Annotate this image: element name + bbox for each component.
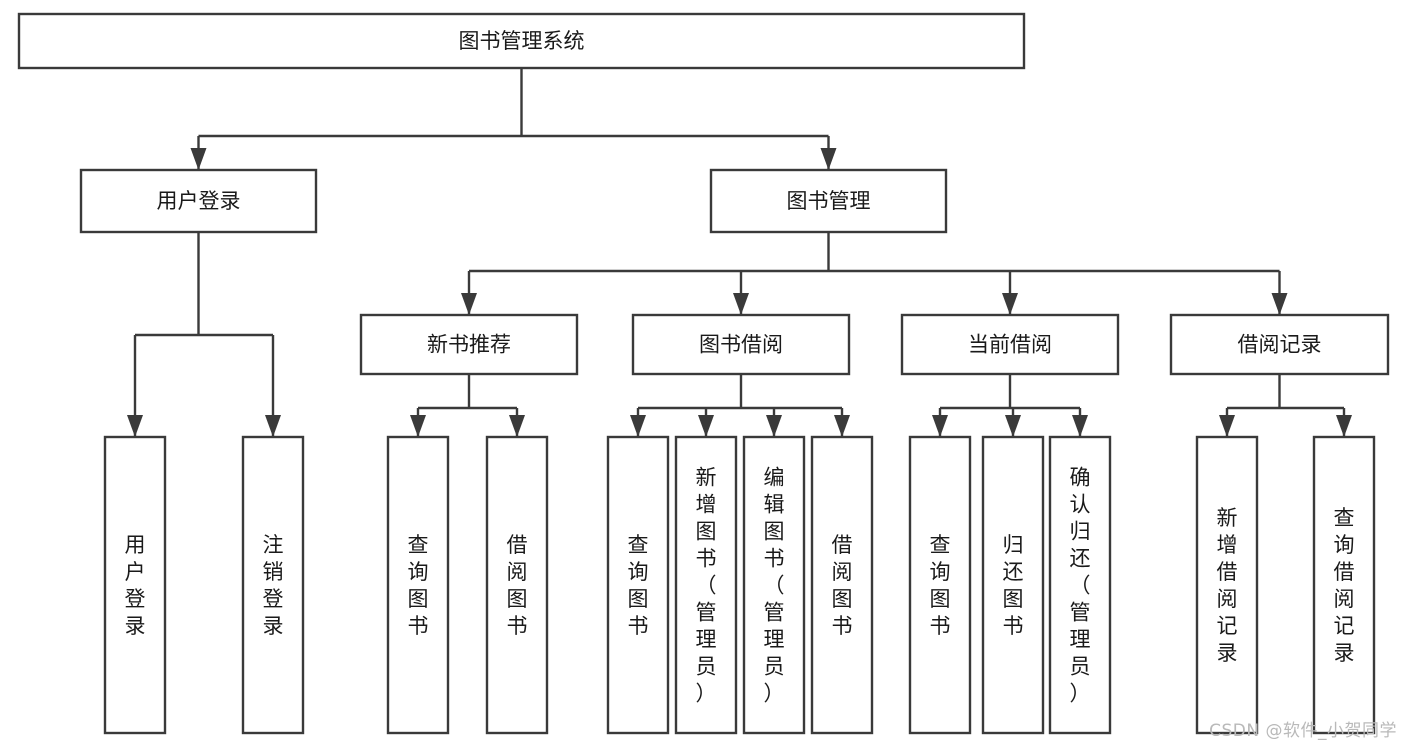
node-box-borrow-book-1 bbox=[485, 435, 549, 735]
node-query-book-1[interactable]: 查询图书 bbox=[386, 435, 450, 735]
csdn-watermark: CSDN @软件_小贺同学 bbox=[1209, 721, 1397, 741]
node-add-book-admin[interactable]: 新增图书（管理员） bbox=[674, 435, 738, 735]
node-label-add-book-admin: 新增图书（管理员） bbox=[696, 466, 717, 706]
book-manage-arrow-icon-0 bbox=[461, 293, 477, 315]
node-borrow-book-1[interactable]: 借阅图书 bbox=[485, 435, 549, 735]
node-label-edit-book-admin: 编辑图书（管理员） bbox=[764, 466, 785, 706]
node-user-logout[interactable]: 注销登录 bbox=[241, 435, 305, 735]
node-user-login-do[interactable]: 用户登录 bbox=[103, 435, 167, 735]
connectors-layer bbox=[127, 68, 1352, 437]
node-box-borrow-record bbox=[1169, 313, 1390, 376]
node-query-book-3[interactable]: 查询图书 bbox=[908, 435, 972, 735]
node-box-root bbox=[17, 12, 1026, 70]
node-label-add-borrow-record: 新增借阅记录 bbox=[1217, 506, 1238, 665]
node-box-query-borrow-record bbox=[1312, 435, 1376, 735]
node-root[interactable]: 图书管理系统 bbox=[17, 12, 1026, 70]
book-manage-arrow-icon-2 bbox=[1002, 293, 1018, 315]
user-login-arrow-icon-0 bbox=[127, 415, 143, 437]
book-manage-arrow-icon-1 bbox=[733, 293, 749, 315]
node-box-user-login-do bbox=[103, 435, 167, 735]
node-book-manage[interactable]: 图书管理 bbox=[709, 168, 948, 234]
node-box-return-book bbox=[981, 435, 1045, 735]
node-box-new-book-recommend bbox=[359, 313, 579, 376]
node-label-root: 图书管理系统 bbox=[459, 29, 585, 53]
node-box-add-book-admin bbox=[674, 435, 738, 735]
node-label-new-book-recommend: 新书推荐 bbox=[427, 333, 511, 357]
node-edit-book-admin[interactable]: 编辑图书（管理员） bbox=[742, 435, 806, 735]
node-label-query-book-3: 查询图书 bbox=[930, 533, 951, 638]
node-box-confirm-return-admin bbox=[1048, 435, 1112, 735]
node-label-borrow-book-2: 借阅图书 bbox=[832, 533, 853, 638]
node-box-user-login bbox=[79, 168, 318, 234]
node-label-current-borrow: 当前借阅 bbox=[968, 333, 1052, 357]
node-query-borrow-record[interactable]: 查询借阅记录 bbox=[1312, 435, 1376, 735]
node-box-query-book-1 bbox=[386, 435, 450, 735]
node-label-user-login: 用户登录 bbox=[157, 189, 241, 213]
node-label-confirm-return-admin: 确认归还（管理员） bbox=[1070, 466, 1091, 706]
sub1-arrow-icon-2 bbox=[766, 415, 782, 437]
node-label-borrow-book-1: 借阅图书 bbox=[507, 533, 528, 638]
sub0-arrow-icon-1 bbox=[509, 415, 525, 437]
node-label-book-manage: 图书管理 bbox=[787, 189, 871, 213]
node-book-borrow[interactable]: 图书借阅 bbox=[631, 313, 851, 376]
node-box-edit-book-admin bbox=[742, 435, 806, 735]
nodes-layer: 图书管理系统用户登录用户登录注销登录图书管理新书推荐查询图书借阅图书图书借阅查询… bbox=[17, 12, 1390, 735]
sub0-arrow-icon-0 bbox=[410, 415, 426, 437]
node-box-borrow-book-2 bbox=[810, 435, 874, 735]
sub1-arrow-icon-3 bbox=[834, 415, 850, 437]
node-current-borrow[interactable]: 当前借阅 bbox=[900, 313, 1120, 376]
node-box-book-manage bbox=[709, 168, 948, 234]
node-box-query-book-3 bbox=[908, 435, 972, 735]
node-borrow-book-2[interactable]: 借阅图书 bbox=[810, 435, 874, 735]
node-label-return-book: 归还图书 bbox=[1003, 533, 1024, 638]
node-confirm-return-admin[interactable]: 确认归还（管理员） bbox=[1048, 435, 1112, 735]
sub3-arrow-icon-1 bbox=[1336, 415, 1352, 437]
book-manage-arrow-icon-3 bbox=[1271, 293, 1288, 315]
sub2-arrow-icon-2 bbox=[1072, 415, 1088, 437]
node-query-book-2[interactable]: 查询图书 bbox=[606, 435, 670, 735]
node-label-borrow-record: 借阅记录 bbox=[1238, 333, 1322, 357]
sub2-arrow-icon-0 bbox=[932, 415, 948, 437]
node-label-user-logout: 注销登录 bbox=[263, 533, 284, 638]
node-label-query-borrow-record: 查询借阅记录 bbox=[1334, 506, 1355, 665]
sub1-arrow-icon-0 bbox=[630, 415, 646, 437]
root-arrow-icon-0 bbox=[190, 148, 207, 170]
node-add-borrow-record[interactable]: 新增借阅记录 bbox=[1195, 435, 1259, 735]
root-arrow-icon-1 bbox=[820, 148, 837, 170]
sub1-arrow-icon-1 bbox=[698, 415, 714, 437]
node-box-current-borrow bbox=[900, 313, 1120, 376]
user-login-arrow-icon-1 bbox=[265, 415, 281, 437]
node-box-user-logout bbox=[241, 435, 305, 735]
node-borrow-record[interactable]: 借阅记录 bbox=[1169, 313, 1390, 376]
node-label-user-login-do: 用户登录 bbox=[125, 533, 146, 638]
node-user-login[interactable]: 用户登录 bbox=[79, 168, 318, 234]
node-label-query-book-1: 查询图书 bbox=[408, 533, 429, 638]
sub3-arrow-icon-0 bbox=[1219, 415, 1235, 437]
node-new-book-recommend[interactable]: 新书推荐 bbox=[359, 313, 579, 376]
node-box-book-borrow bbox=[631, 313, 851, 376]
node-box-query-book-2 bbox=[606, 435, 670, 735]
node-label-query-book-2: 查询图书 bbox=[628, 533, 649, 638]
node-box-add-borrow-record bbox=[1195, 435, 1259, 735]
node-label-book-borrow: 图书借阅 bbox=[699, 333, 783, 357]
node-return-book[interactable]: 归还图书 bbox=[981, 435, 1045, 735]
sub2-arrow-icon-1 bbox=[1005, 415, 1021, 437]
